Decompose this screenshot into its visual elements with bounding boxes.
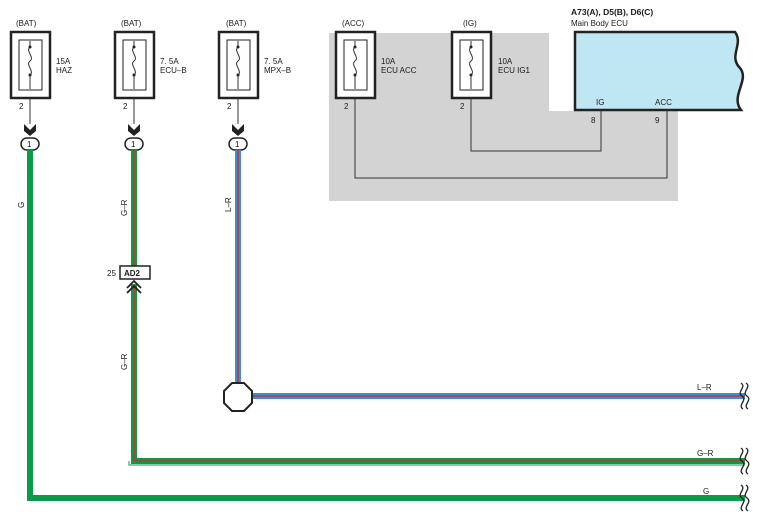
fuse-ecuacc-pin: 2 [344, 102, 349, 111]
fuse-ecuacc-rating: 10A [381, 57, 396, 66]
junction-ad2: 25 AD2 [107, 265, 151, 294]
fuse-ecu-b: (BAT) 7. 5A ECU–B 2 1 [113, 19, 187, 151]
fuse-ecu-acc: (ACC) 10A ECU ACC 2 [334, 19, 417, 111]
fuse-haz-name: HAZ [56, 66, 72, 75]
wire-ecub-lower-label: G–R [120, 353, 129, 370]
fuse-ecub-pin: 2 [123, 102, 128, 111]
fuse-mpxb-source: (BAT) [226, 19, 247, 28]
fuse-mpxb-connector: 1 [235, 140, 240, 149]
out-g-label: G [703, 487, 709, 496]
fuse-mpxb-rating: 7. 5A [264, 57, 283, 66]
ecu-pin-ig-num: 8 [591, 116, 596, 125]
fuse-ecuig1-pin: 2 [460, 102, 465, 111]
fuse-ecub-source: (BAT) [121, 19, 142, 28]
main-body-ecu: A73(A), D5(B), D6(C) Main Body ECU IG AC… [571, 7, 745, 125]
ecu-pin-acc-num: 9 [655, 116, 660, 125]
wire-ecub-green-red [128, 150, 745, 466]
fuse-haz: (BAT) 15A HAZ 2 1 [9, 19, 72, 151]
ecu-name: Main Body ECU [571, 19, 628, 28]
fuse-ecuig1-rating: 10A [498, 57, 513, 66]
out-gr-label: G–R [697, 449, 714, 458]
fuse-ecuig1-name: ECU IG1 [498, 66, 531, 75]
acc-ig-shaded-area [329, 33, 678, 201]
fuse-mpxb-pin: 2 [227, 102, 232, 111]
fuse-haz-pin: 2 [19, 102, 24, 111]
fuse-ecub-rating: 7. 5A [160, 57, 179, 66]
fuse-ecub-name: ECU–B [160, 66, 187, 75]
ecu-codes: A73(A), D5(B), D6(C) [571, 7, 653, 17]
fuse-ecu-ig1: (IG) 10A ECU IG1 2 [450, 19, 531, 111]
wire-haz-label: G [17, 202, 26, 208]
fuse-mpx-b: (BAT) 7. 5A MPX–B 2 1 [217, 19, 291, 151]
wire-break-symbols [739, 382, 750, 512]
wire-ecu-acc [354, 98, 668, 179]
wire-ecub-upper-label: G–R [120, 199, 129, 216]
fuse-ecub-connector: 1 [131, 140, 136, 149]
fuse-ecuig1-source: (IG) [463, 19, 477, 28]
fuse-haz-source: (BAT) [16, 19, 37, 28]
junction-name: AD2 [124, 269, 141, 278]
fuse-ecuacc-name: ECU ACC [381, 66, 417, 75]
fuse-ecuacc-source: (ACC) [342, 19, 365, 28]
junction-pin: 25 [107, 269, 116, 278]
fuse-haz-connector: 1 [27, 140, 32, 149]
ecu-pin-ig-label: IG [596, 98, 604, 107]
fuse-mpxb-name: MPX–B [264, 66, 291, 75]
wire-haz-green [27, 150, 745, 501]
ecu-pin-acc-label: ACC [655, 98, 672, 107]
splice-point [223, 382, 253, 412]
wire-ecu-ig1 [470, 98, 602, 152]
wire-mpxb-label: L–R [224, 197, 233, 212]
fuse-haz-rating: 15A [56, 57, 71, 66]
out-lr-label: L–R [697, 383, 712, 392]
